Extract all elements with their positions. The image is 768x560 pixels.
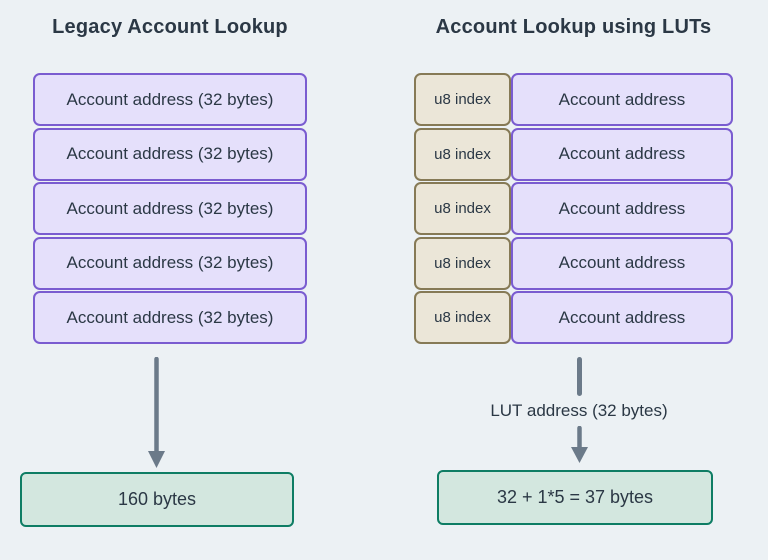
- account-address-box: Account address: [511, 182, 733, 235]
- down-arrow-icon: [148, 357, 165, 468]
- account-address-box: Account address: [511, 291, 733, 344]
- account-address-box: Account address (32 bytes): [33, 182, 307, 235]
- lut-row: u8 index Account address: [414, 182, 733, 235]
- u8-index-box: u8 index: [414, 73, 511, 126]
- u8-index-box: u8 index: [414, 291, 511, 344]
- account-address-box: Account address: [511, 236, 733, 290]
- connector-line: [577, 357, 582, 396]
- u8-index-box: u8 index: [414, 127, 511, 181]
- lut-row: u8 index Account address: [414, 236, 733, 290]
- account-address-box: Account address (32 bytes): [33, 73, 307, 126]
- lut-address-label: LUT address (32 bytes): [490, 401, 668, 420]
- account-address-box: Account address: [511, 127, 733, 181]
- account-address-box: Account address (32 bytes): [33, 291, 307, 344]
- legacy-address-stack: Account address (32 bytes) Account addre…: [33, 73, 307, 344]
- account-address-box: Account address: [511, 73, 733, 126]
- lut-address-stack: u8 index Account address u8 index Accoun…: [414, 73, 733, 344]
- lut-column-title: Account Lookup using LUTs: [435, 16, 712, 38]
- account-address-box: Account address (32 bytes): [33, 127, 307, 181]
- u8-index-box: u8 index: [414, 236, 511, 290]
- account-address-box: Account address (32 bytes): [33, 236, 307, 290]
- lut-row: u8 index Account address: [414, 291, 733, 344]
- legacy-column-title: Legacy Account Lookup: [52, 16, 288, 38]
- lut-row: u8 index Account address: [414, 73, 733, 126]
- lut-row: u8 index Account address: [414, 127, 733, 181]
- lut-result-box: 32 + 1*5 = 37 bytes: [437, 470, 713, 525]
- down-arrow-icon: [571, 426, 588, 463]
- u8-index-box: u8 index: [414, 182, 511, 235]
- legacy-result-box: 160 bytes: [20, 472, 294, 527]
